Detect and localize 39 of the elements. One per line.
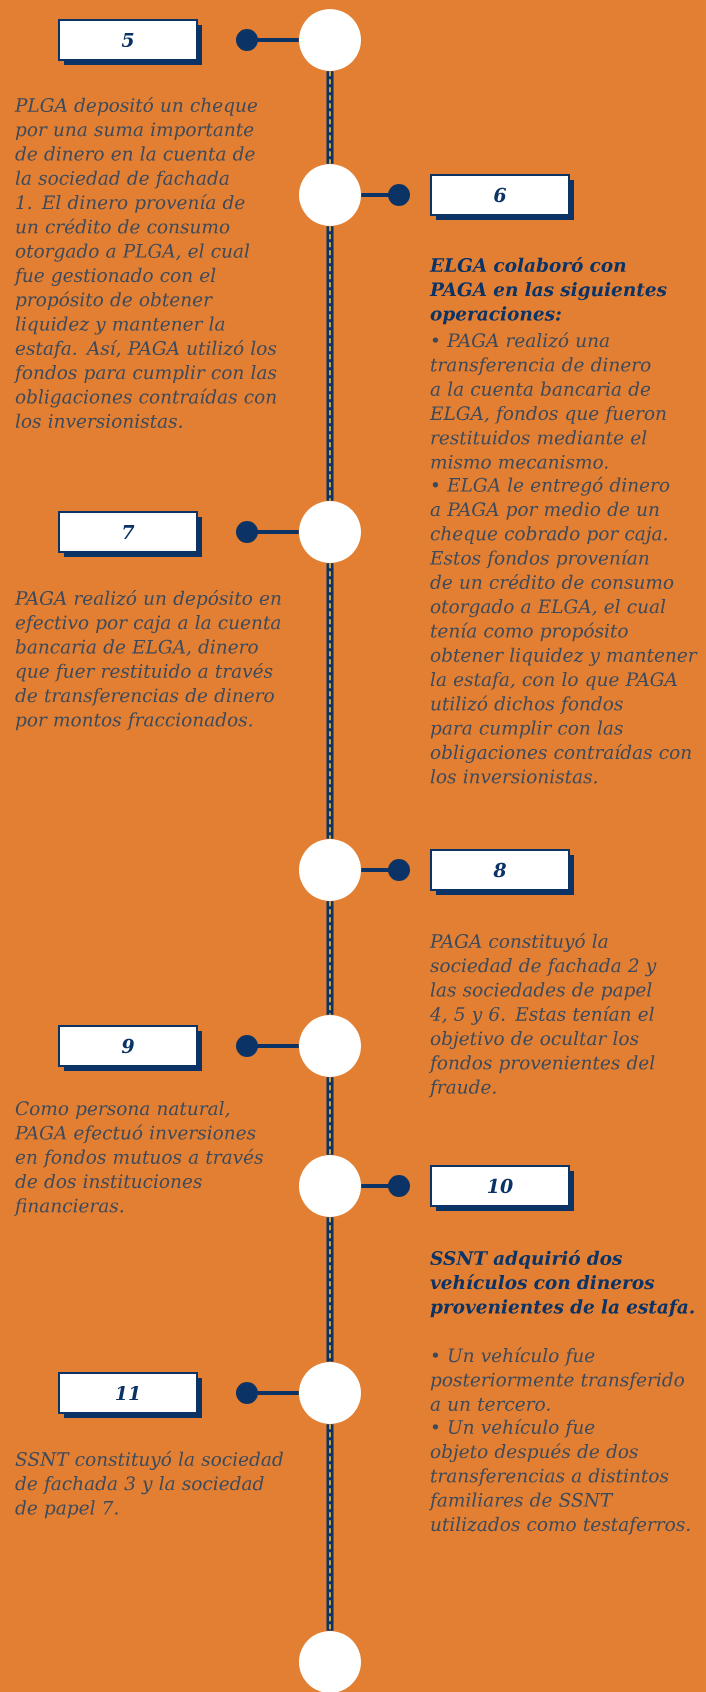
number-box: 10 <box>430 1165 574 1211</box>
number-box: 9 <box>58 1025 202 1071</box>
heading-text: ELGA colaboró con PAGA en las siguientes operaciones: <box>429 257 667 325</box>
timeline-line <box>326 1076 334 1156</box>
number-box: 6 <box>430 174 574 220</box>
timeline-line <box>326 225 334 502</box>
timeline-line <box>326 562 334 840</box>
timeline-circle <box>299 9 361 71</box>
timeline-line <box>326 900 334 1016</box>
description-text: • PAGA realizó una transferencia de dinero a la cuenta bancaria de ELGA, fondos que fueron restituidos mediante el mismo mecanismo. <box>429 332 666 469</box>
timeline-circle <box>299 839 361 901</box>
description-text: SSNT constituyó la sociedad de fachada 3 y la sociedad de papel 7. <box>15 1451 283 1519</box>
number-box: 8 <box>430 849 574 895</box>
timeline-line <box>326 1216 334 1363</box>
timeline-circle <box>299 164 361 226</box>
number-box: 5 <box>58 19 202 65</box>
timeline-line <box>326 70 334 165</box>
description-text: PAGA constituyó la sociedad de fachada 2 y las sociedades de papel 4, 5 y 6. Estas tenían el objetivo de ocultar los fondos provenientes del fraude. <box>428 933 657 1098</box>
heading-text: SSNT adquirió dos vehículos con dineros provenientes de la estafa. <box>430 1250 694 1318</box>
connector-line <box>361 184 410 206</box>
connector-line <box>361 1175 410 1197</box>
description-text: • ELGA le entregó dinero a PAGA por medio de un cheque cobrado por caja. Estos fondos provenían de un crédito de consumo otorgado a ELGA, el cual tenía como propósito obtener liquidez y mantener la estafa, con lo que PAGA utilizó dichos fondos para cumplir con las obligaciones contraídas con los inversionistas. <box>429 476 698 784</box>
description-text: Como persona natural, PAGA efectuó inversiones en fondos mutuos a través de dos instituciones financieras. <box>13 1101 263 1217</box>
timeline-circle <box>299 1015 361 1077</box>
timeline-circle <box>299 1155 361 1217</box>
description-text: • Un vehículo fue posteriormente transferido a un tercero. <box>430 1347 684 1411</box>
description-text: • Un vehículo fue objeto después de dos transferencias a distintos familiares de SSNT utilizados como testaferros. <box>428 1418 690 1535</box>
description-text: PAGA realizó un depósito en efectivo por caja a la cuenta bancaria de ELGA, dinero que fuer restituido a través de transferencias de dinero por montos fraccionados. <box>14 590 281 731</box>
description-text: PLGA depositó un cheque por una suma importante de dinero en la cuenta de la sociedad de fachada 1. El dinero provenía de un crédito de consumo otorgado a PLGA, el cual fue gestionado con el propósito de obtener liquidez y mantener la estafa. Así, PAGA utilizó los fondos para cumplir con las obligaciones contraídas con los inversionistas. <box>13 97 277 428</box>
connector-line <box>361 859 410 881</box>
connector-line <box>236 521 299 543</box>
timeline-circle <box>299 1362 361 1424</box>
number-box: 11 <box>58 1372 202 1418</box>
timeline-line <box>326 1423 334 1632</box>
timeline-circle <box>299 501 361 563</box>
connector-line <box>236 1382 299 1404</box>
number-box: 7 <box>58 511 202 557</box>
connector-line <box>236 29 299 51</box>
connector-line <box>236 1035 299 1057</box>
